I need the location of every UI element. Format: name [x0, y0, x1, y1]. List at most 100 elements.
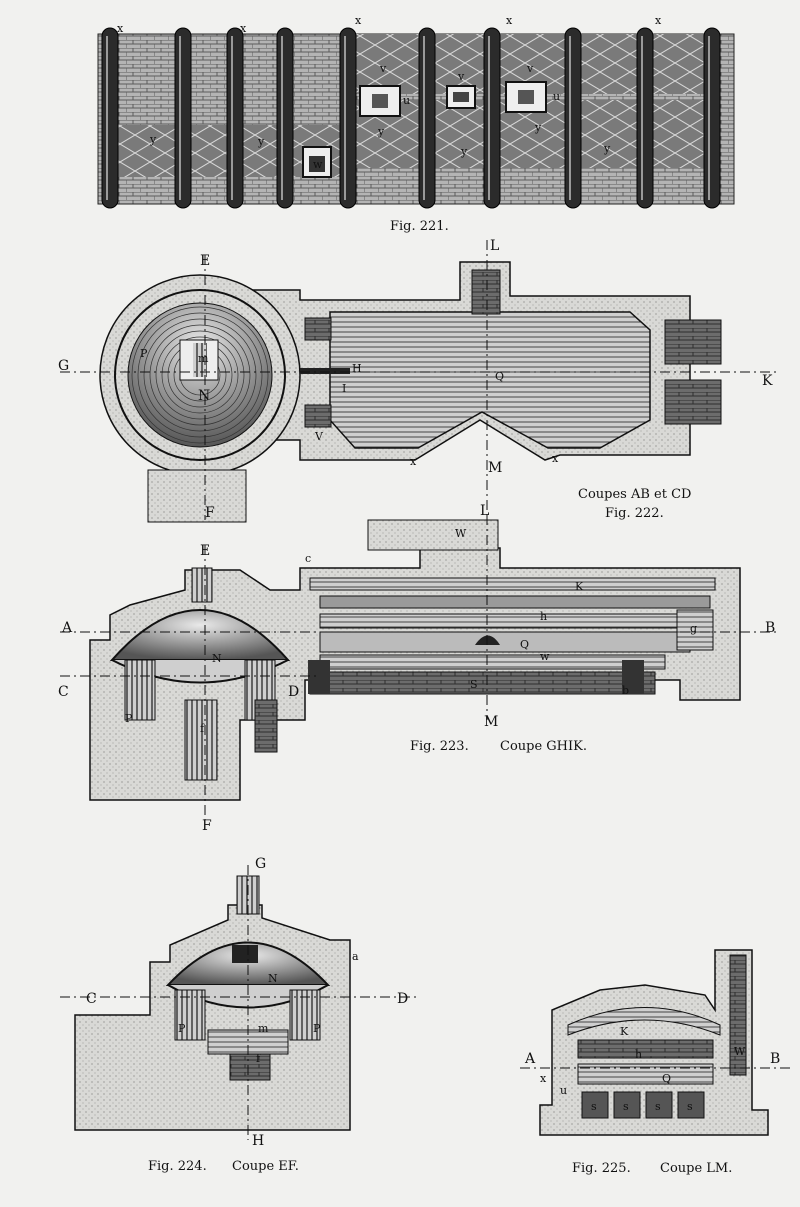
fig225-mark-s1: s	[591, 1100, 597, 1113]
fig223-mark-N: N	[212, 652, 222, 665]
fig224-mark-a: a	[352, 950, 359, 963]
fig223-mark-h: h	[540, 610, 547, 623]
fig223-mark-M: M	[484, 714, 498, 730]
fig223-section: E A B C D F K h Q S w N P f g b c L M W …	[58, 503, 780, 834]
dome-ring	[149, 324, 251, 426]
fig223-mark-Q: Q	[520, 638, 529, 651]
hoop-band	[564, 27, 582, 209]
fig221-mark-v1: v	[379, 62, 387, 75]
fig222-mark-G: G	[58, 358, 69, 374]
fig221-hoops	[101, 27, 721, 209]
hoop-band	[339, 27, 357, 209]
fig223-mark-S: S	[470, 678, 478, 691]
fig222-mark-Q: Q	[495, 370, 504, 383]
fig223-mark-B: B	[765, 620, 775, 636]
fig221-mark-y3: y	[377, 125, 385, 138]
fig221-mark-u1: u	[403, 94, 410, 107]
fig221-mark-x2: x	[240, 22, 247, 35]
fig221-mark-y2: y	[257, 135, 265, 148]
fig225-mark-W: W	[734, 1045, 746, 1058]
fig221-mark-x3: x	[355, 14, 362, 27]
fig225-mark-s4: s	[687, 1100, 693, 1113]
fig225-section: A B K h Q s s s s u x W Fig. 225. Coupe …	[520, 949, 790, 1176]
fig222-mark-K: K	[762, 373, 773, 389]
hoop-band	[226, 27, 244, 209]
fig225-mark-s3: s	[655, 1100, 661, 1113]
fig224-mark-f: f	[256, 1052, 261, 1065]
dome-ring	[131, 306, 269, 444]
fig224-caption: Fig. 224.	[148, 1159, 207, 1174]
fig223-mark-b: b	[622, 684, 629, 697]
fig221-caption: Fig. 221.	[390, 219, 449, 234]
fig221-mark-y4: y	[460, 145, 468, 158]
fig221-mark-y1: y	[149, 133, 157, 146]
fig223-mark-E: E	[200, 543, 210, 559]
fig221-mark-w: w	[313, 158, 323, 171]
fig221-door-u2	[505, 81, 547, 113]
fig222-mark-L: L	[490, 238, 499, 254]
fig223-caption: Fig. 223.	[410, 739, 469, 754]
fig222-dome-rings	[131, 306, 269, 444]
fig224-subtitle: Coupe EF.	[232, 1159, 299, 1174]
fig224-mark-H: H	[252, 1133, 264, 1149]
fig223-mark-P: P	[125, 712, 133, 725]
hoop-band	[276, 27, 294, 209]
fig221-mark-u2: u	[553, 90, 560, 103]
hoop-band	[703, 27, 721, 209]
dome-ring	[137, 312, 263, 438]
fig222-mark-H: H	[352, 362, 362, 375]
fig224-mark-P2: P	[313, 1022, 321, 1035]
fig222-mark-E: E	[200, 253, 210, 269]
fig223-mark-L: L	[480, 503, 489, 519]
hoop-band	[418, 27, 436, 209]
fig222-mark-x2: x	[552, 452, 559, 465]
hoop-band	[483, 27, 501, 209]
fig223-mark-f: f	[200, 722, 205, 735]
fig224-mark-D: D	[397, 991, 408, 1007]
fig223-mark-F: F	[202, 818, 212, 834]
fig224-mark-N: N	[268, 972, 278, 985]
fig223-mark-w: w	[540, 650, 550, 663]
fig225-caption: Fig. 225.	[572, 1161, 631, 1176]
fig225-mark-h: h	[635, 1048, 642, 1061]
fig221-door-u1	[359, 85, 401, 117]
fig223-mark-C: C	[58, 684, 69, 700]
fig224-mark-C: C	[86, 991, 97, 1007]
fig222-mark-M: M	[488, 460, 502, 476]
fig223-mark-g: g	[690, 622, 697, 635]
fig221-mark-y6: y	[603, 142, 611, 155]
dome-ring	[143, 318, 257, 432]
hoop-band	[101, 27, 119, 209]
fig225-mark-s2: s	[623, 1100, 629, 1113]
fig222-subtitle: Coupes AB et CD	[578, 487, 691, 502]
fig221-mark-x1: x	[117, 22, 124, 35]
fig221-door-w	[302, 146, 332, 178]
fig225-mark-x: x	[540, 1072, 547, 1085]
fig225-mark-u: u	[560, 1084, 567, 1097]
fig225-mark-B: B	[770, 1051, 780, 1067]
dome-ring	[155, 330, 245, 420]
fig225-mark-K: K	[620, 1025, 629, 1038]
fig224-mark-G: G	[255, 856, 266, 872]
fig222-mark-P: P	[140, 347, 148, 360]
fig223-mark-K: K	[575, 580, 584, 593]
fig222-mark-N: N	[198, 388, 210, 404]
fig221-door-v	[446, 85, 476, 109]
fig221-mark-y5: y	[534, 121, 542, 134]
fig221-mark-v2: v	[457, 70, 465, 83]
hoop-band	[174, 27, 192, 209]
fig221-elevation: x x x x x v v v u u y y y y y y w Fig. 2…	[97, 14, 735, 234]
fig225-mark-Q: Q	[662, 1072, 671, 1085]
fig221-mark-x5: x	[655, 14, 662, 27]
fig223-mark-W: W	[455, 527, 467, 540]
fig222-mark-I: I	[342, 382, 346, 395]
fig222-mark-F: F	[205, 505, 215, 521]
fig223-mark-A: A	[61, 620, 73, 636]
fig222-caption: Fig. 222.	[605, 506, 664, 521]
fig222-plan: E G K L M F N m P I H Q V x x Coupes AB …	[58, 238, 780, 530]
dome-ring	[161, 336, 239, 414]
fig224-mark-m: m	[258, 1022, 269, 1035]
fig223-mark-D: D	[288, 684, 299, 700]
fig222-mark-x1: x	[410, 455, 417, 468]
